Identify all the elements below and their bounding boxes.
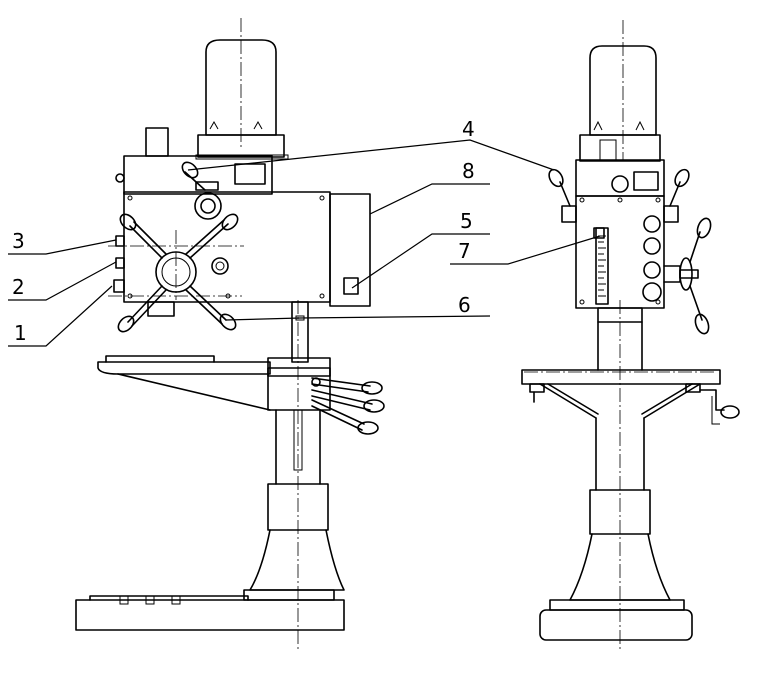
callout-5: 5	[460, 209, 473, 233]
callout-4: 4	[462, 117, 475, 141]
callout-3: 3	[12, 229, 25, 253]
callouts: 4 8 5 7 6 3 2 1	[8, 117, 601, 347]
callout-6: 6	[458, 293, 471, 317]
leader-8	[369, 183, 490, 215]
front-motor	[195, 39, 289, 160]
front-headstock	[113, 155, 371, 307]
leader-5	[351, 233, 490, 289]
leader-7	[450, 235, 601, 265]
leader-1	[8, 285, 113, 347]
side-headstock	[548, 159, 712, 335]
leader-4	[187, 139, 555, 171]
callout-8: 8	[462, 159, 475, 183]
side-motor	[589, 45, 657, 136]
front-base	[75, 595, 345, 631]
front-column	[243, 409, 345, 601]
side-work-table	[521, 369, 740, 425]
leader-2	[8, 261, 117, 301]
front-spindle	[147, 301, 309, 363]
callout-2: 2	[12, 275, 25, 299]
side-column	[539, 307, 693, 641]
front-work-table	[97, 355, 385, 435]
leader-6	[225, 315, 491, 321]
leader-3	[8, 239, 117, 255]
callout-1: 1	[14, 321, 27, 345]
callout-7: 7	[458, 239, 471, 263]
front-view	[75, 18, 385, 650]
side-view	[521, 20, 740, 650]
front-top-cap	[145, 127, 169, 157]
